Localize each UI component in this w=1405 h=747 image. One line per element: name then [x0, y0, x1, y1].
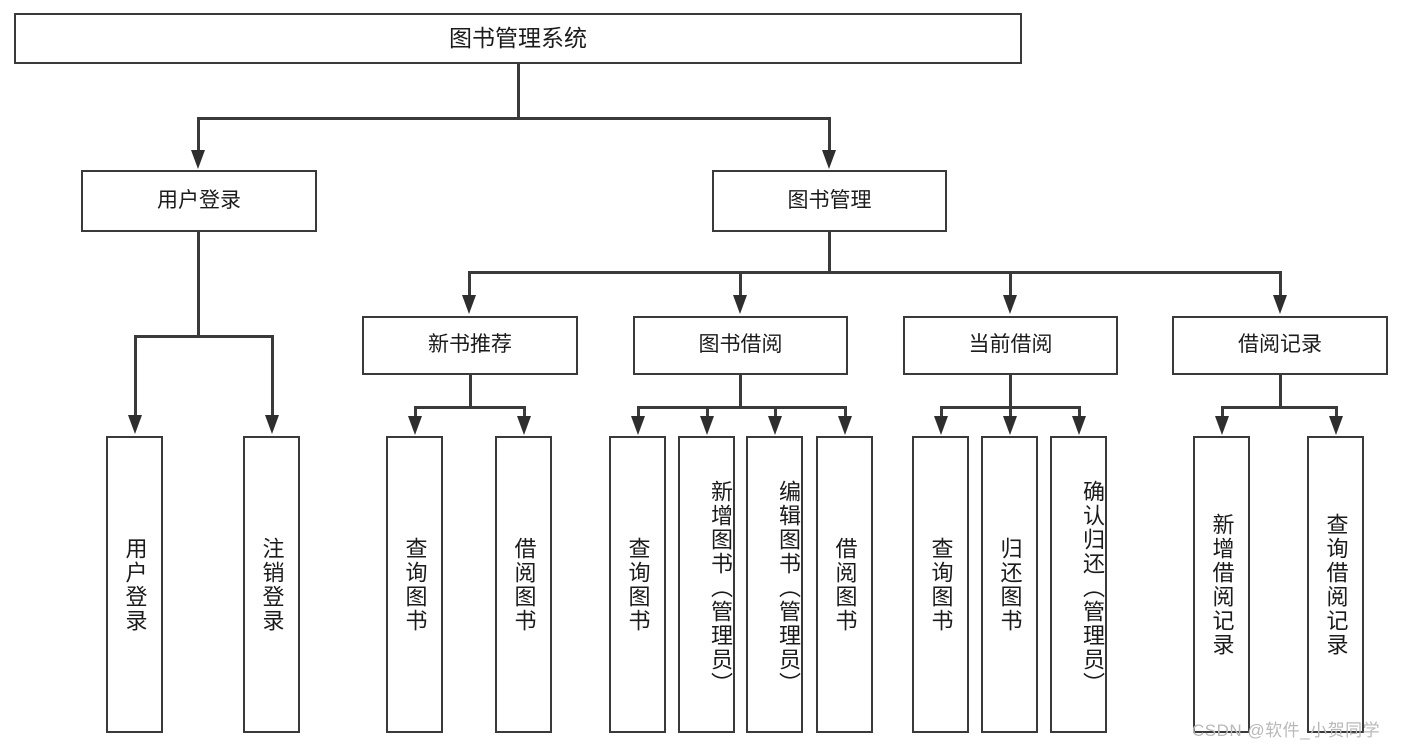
connector-bm-drop-3 [1009, 271, 1012, 296]
connector-user-login-bus [134, 335, 274, 338]
connector-bb-bus [637, 406, 847, 409]
arrowhead-bb-leaf-2 [700, 416, 714, 435]
node-label: 确认归还（管理员） [1080, 479, 1105, 696]
node-label: 图书管理系统 [449, 24, 587, 51]
connector-cb-drop-1 [940, 406, 943, 417]
leaf-logout[interactable]: 注销登录 [243, 436, 300, 733]
node-label: 新增借阅记录 [1209, 512, 1235, 657]
node-label: 借阅记录 [1238, 333, 1322, 357]
arrowhead-cb-leaf-3 [1072, 416, 1086, 435]
connector-cb-stem [1009, 375, 1012, 406]
node-new-book-recommend[interactable]: 新书推荐 [362, 316, 578, 375]
arrowhead-bb-leaf-1 [631, 416, 645, 435]
node-label: 注销登录 [259, 536, 285, 633]
connector-br-drop-2 [1335, 406, 1338, 417]
connector-root-bus [197, 117, 831, 120]
arrowhead-bb-leaf-3 [768, 416, 782, 435]
connector-book-management-stem [828, 232, 831, 271]
node-label: 图书借阅 [698, 333, 783, 357]
leaf-query-borrow-record[interactable]: 查询借阅记录 [1307, 436, 1364, 733]
node-label: 用户登录 [122, 536, 148, 633]
leaf-add-borrow-record[interactable]: 新增借阅记录 [1193, 436, 1250, 733]
connector-cb-drop-3 [1078, 406, 1081, 417]
leaf-add-book-admin[interactable]: 新增图书（管理员） [678, 436, 735, 733]
node-label: 查询图书 [928, 536, 954, 633]
node-label: 新增图书（管理员） [708, 479, 733, 696]
node-label: 查询图书 [402, 536, 428, 633]
node-label: 图书管理 [787, 188, 872, 212]
arrowhead-bm-to-new-book-recommend [462, 295, 476, 314]
node-label: 借阅图书 [511, 536, 537, 633]
connector-bb-drop-4 [844, 406, 847, 417]
node-label: 用户登录 [157, 188, 241, 212]
node-current-borrow[interactable]: 当前借阅 [903, 316, 1118, 375]
arrowhead-bm-to-book-borrow [733, 295, 747, 314]
connector-br-drop-1 [1221, 406, 1224, 417]
leaf-query-book-nbr[interactable]: 查询图书 [386, 436, 443, 733]
leaf-borrow-book-nbr[interactable]: 借阅图书 [495, 436, 552, 733]
leaf-user-login[interactable]: 用户登录 [106, 436, 163, 733]
connector-br-stem [1279, 375, 1282, 406]
leaf-edit-book-admin[interactable]: 编辑图书（管理员） [746, 436, 803, 733]
arrowhead-cb-leaf-2 [1003, 416, 1017, 435]
connector-bb-drop-2 [706, 406, 709, 417]
leaf-query-book-cb[interactable]: 查询图书 [912, 436, 969, 733]
arrowhead-bm-to-current-borrow [1003, 295, 1017, 314]
arrowhead-user-login-leaf-1 [128, 415, 142, 434]
leaf-borrow-book-bb[interactable]: 借阅图书 [816, 436, 873, 733]
arrowhead-br-leaf-2 [1329, 416, 1343, 435]
arrowhead-root-to-book-management [822, 150, 836, 169]
connector-book-management-bus [468, 271, 1280, 274]
arrowhead-nbr-leaf-1 [408, 416, 422, 435]
connector-bb-drop-3 [774, 406, 777, 417]
connector-user-login-drop-2 [271, 335, 274, 416]
connector-user-login-stem [197, 232, 200, 335]
node-label: 借阅图书 [832, 536, 858, 633]
leaf-return-book[interactable]: 归还图书 [981, 436, 1038, 733]
arrowhead-cb-leaf-1 [934, 416, 948, 435]
connector-bm-drop-4 [1279, 271, 1282, 296]
connector-bb-stem [739, 375, 742, 406]
connector-br-bus [1221, 406, 1338, 409]
node-label: 当前借阅 [968, 333, 1053, 357]
connector-bb-drop-1 [637, 406, 640, 417]
leaf-confirm-return-admin[interactable]: 确认归还（管理员） [1050, 436, 1107, 733]
arrowhead-nbr-leaf-2 [517, 416, 531, 435]
node-label: 新书推荐 [428, 333, 512, 357]
node-user-login[interactable]: 用户登录 [81, 170, 317, 232]
node-label: 查询图书 [625, 536, 651, 633]
arrowhead-root-to-user-login [191, 150, 205, 169]
connector-root-stem [517, 64, 520, 117]
node-book-borrow[interactable]: 图书借阅 [633, 316, 848, 375]
connector-nbr-drop-2 [523, 406, 526, 417]
connector-root-drop-1 [197, 117, 200, 151]
node-root-book-management-system[interactable]: 图书管理系统 [14, 13, 1022, 64]
connector-root-drop-2 [828, 117, 831, 151]
arrowhead-bb-leaf-4 [838, 416, 852, 435]
node-label: 查询借阅记录 [1323, 512, 1349, 657]
connector-bm-drop-2 [739, 271, 742, 296]
node-label: 归还图书 [997, 536, 1023, 633]
node-borrow-record[interactable]: 借阅记录 [1172, 316, 1388, 375]
connector-bm-drop-1 [468, 271, 471, 296]
arrowhead-bm-to-borrow-record [1273, 295, 1287, 314]
node-label: 编辑图书（管理员） [776, 479, 801, 696]
arrowhead-user-login-leaf-2 [265, 415, 279, 434]
leaf-query-book-bb[interactable]: 查询图书 [609, 436, 666, 733]
arrowhead-br-leaf-1 [1215, 416, 1229, 435]
connector-cb-drop-2 [1009, 406, 1012, 417]
connector-user-login-drop-1 [134, 335, 137, 416]
connector-nbr-stem [469, 375, 472, 406]
node-book-management[interactable]: 图书管理 [712, 170, 947, 232]
connector-nbr-bus [414, 406, 526, 409]
connector-nbr-drop-1 [414, 406, 417, 417]
